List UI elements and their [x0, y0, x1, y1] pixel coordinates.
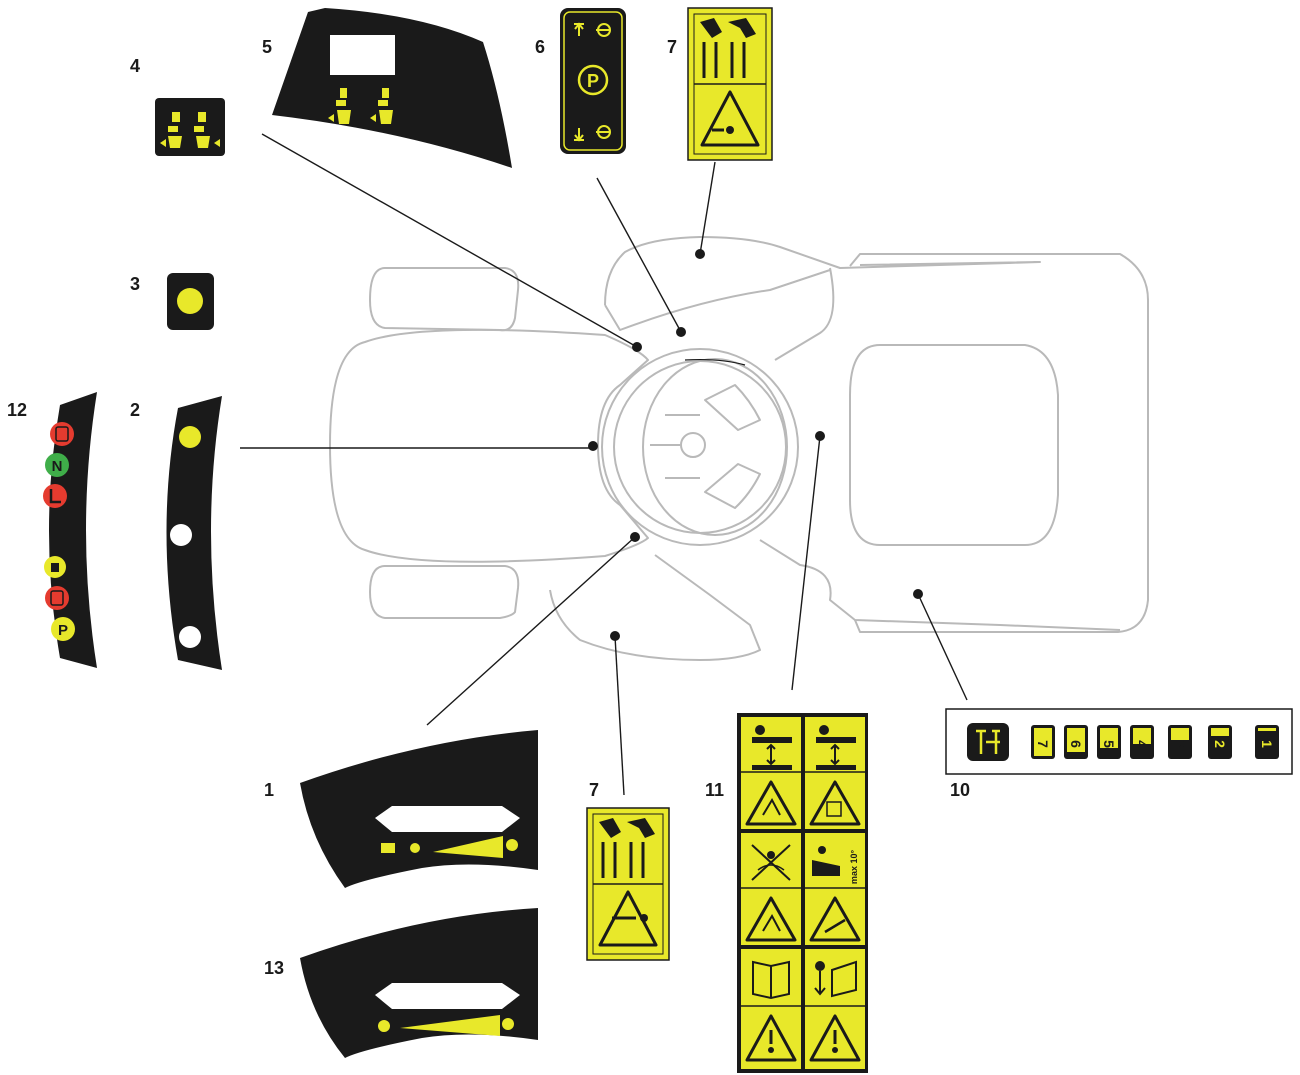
speed-number-1: 1: [1259, 740, 1275, 748]
leader-11: [791, 435, 821, 691]
decal-2-lamp-strip: [166, 396, 222, 670]
speed-box-fill-5: [1100, 728, 1118, 748]
parking-letter: P: [58, 622, 68, 639]
parking-p: P: [587, 71, 599, 91]
callout-4: 4: [130, 56, 140, 76]
yellow-lamp: [179, 426, 201, 448]
white-lamp-2: [179, 626, 201, 648]
callout-12: 12: [7, 400, 27, 420]
anchor-dot-7-bottom: [610, 631, 620, 641]
neutral-indicator: [45, 453, 69, 477]
speed-box-fill-3: [1171, 728, 1189, 740]
decal-3-indicator: [167, 273, 214, 330]
speed-box-fill-7: [1034, 728, 1052, 756]
red-indicator-3: [45, 586, 69, 610]
callout-10: 10: [950, 780, 970, 800]
callout-2: 2: [130, 400, 140, 420]
decal-7-warning-top: [687, 7, 773, 161]
callout-5: 5: [262, 37, 272, 57]
callout-6: 6: [535, 37, 545, 57]
leader-6: [596, 177, 682, 333]
speed-box-group: 7 6 5 4 3 2 1: [1031, 725, 1279, 759]
decal-4-height-adjust: [155, 98, 225, 156]
decal-11-cell-4: max 10°: [805, 833, 865, 945]
leader-10: [917, 593, 968, 701]
speed-number-5: 5: [1101, 740, 1117, 748]
speed-number-2: 2: [1212, 740, 1228, 748]
speed-box-fill-2: [1211, 728, 1229, 736]
mower-outline: [329, 236, 1149, 661]
leader-4: [261, 133, 638, 348]
anchor-dot-1: [630, 532, 640, 542]
speed-number-6: 6: [1068, 740, 1084, 748]
callout-numbers: 4 5 6 7 3 12 2 1 7 11 10 13: [7, 37, 970, 978]
anchor-dot-4: [632, 342, 642, 352]
leader-7-top: [699, 161, 716, 255]
decal-6-parking-brake: P: [560, 8, 626, 154]
callout-11: 11: [705, 780, 724, 800]
speed-box-fill-6: [1067, 728, 1085, 752]
decal-12-indicator-strip: N P: [43, 392, 97, 668]
decal-11-cell-2: [805, 717, 865, 829]
callout-3: 3: [130, 274, 140, 294]
anchor-dot-6: [676, 327, 686, 337]
speed-number-3: 3: [1172, 740, 1188, 748]
speed-box-fill-4: [1133, 728, 1151, 744]
callout-13: 13: [264, 958, 284, 978]
red-indicator-2: [43, 484, 67, 508]
callout-1: 1: [264, 780, 274, 800]
white-lamp-1: [170, 524, 192, 546]
leader-lines: [240, 133, 968, 796]
decal-10-height-scale: 7 6 5 4 3 2 1: [945, 708, 1293, 775]
decal-11-safety-warnings: max 10°: [737, 713, 868, 1073]
decal-11-cell-6: [805, 949, 865, 1069]
decal-7-warning-bottom: [586, 807, 670, 961]
tilt-note: max 10°: [849, 850, 859, 885]
decal-11-cell-3: [741, 833, 801, 945]
decal-13-cutting-height: [300, 908, 538, 1058]
parking-indicator: [51, 617, 75, 641]
speed-box-1: [1255, 725, 1279, 759]
speed-number-4: 4: [1134, 740, 1150, 748]
decal-5-dash-panel: [272, 8, 512, 168]
decal-1-cutting-height: [300, 730, 538, 888]
blank-window: [330, 35, 395, 75]
neutral-letter: N: [52, 458, 63, 475]
decal-11-cell-1: [741, 717, 801, 829]
callout-7-bottom: 7: [589, 780, 599, 800]
red-indicator-1: [50, 422, 74, 446]
hub-arc: [684, 358, 746, 366]
speed-number-7: 7: [1035, 740, 1051, 748]
leader-1: [426, 536, 636, 726]
anchor-dot-10: [913, 589, 923, 599]
speed-box-fill-1: [1258, 728, 1276, 731]
anchor-dot-7-top: [695, 249, 705, 259]
anchor-dot-2: [588, 441, 598, 451]
leader-7-bottom: [614, 635, 625, 796]
decal-11-cell-5: [741, 949, 801, 1069]
callout-7-top: 7: [667, 37, 677, 57]
anchor-dot-11: [815, 431, 825, 441]
